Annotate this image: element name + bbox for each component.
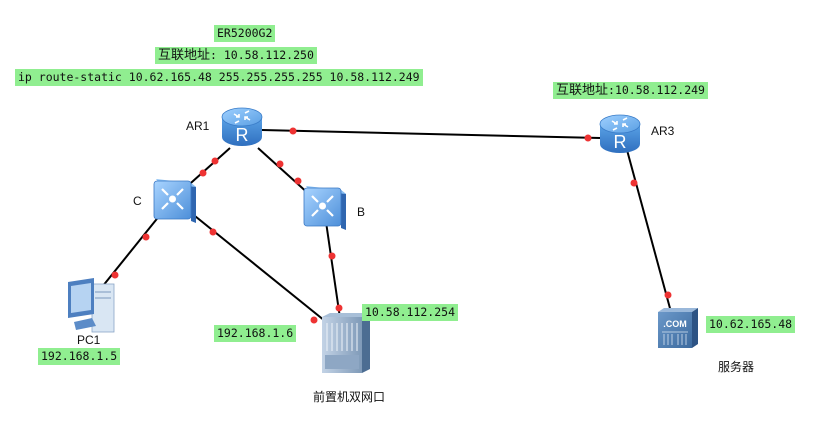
port-dot <box>584 134 592 142</box>
port-dot <box>664 291 672 299</box>
node-label-frontend: 前置机双网口 <box>313 390 386 404</box>
com-server-icon: .COM <box>658 308 698 348</box>
port-dot <box>211 157 219 165</box>
node-label-c: C <box>133 194 142 208</box>
pc-icon <box>68 278 115 333</box>
port-dot <box>142 233 150 241</box>
switch-icon <box>341 190 346 230</box>
link-c-frontend[interactable] <box>189 211 331 326</box>
switch-icon <box>191 183 196 223</box>
router-ar1[interactable]: R <box>221 107 263 146</box>
interconnect-sep: : <box>608 83 615 97</box>
frontend-server[interactable] <box>322 313 370 373</box>
port-dot <box>276 160 284 168</box>
ar1-interconnect-tag: 互联地址: 10.58.112.250 <box>155 47 317 64</box>
link-ar1-b[interactable] <box>257 147 311 196</box>
model-tag: ER5200G2 <box>214 25 276 42</box>
interconnect-sep: : <box>210 48 224 62</box>
switch-c[interactable] <box>153 179 196 223</box>
node-label-server: 服务器 <box>718 360 755 374</box>
pc1-ip-tag: 192.168.1.5 <box>38 348 121 365</box>
node-label-b: B <box>357 205 366 219</box>
interconnect-label: 互联地址 <box>158 48 211 63</box>
pc1[interactable] <box>68 278 115 333</box>
link-b-frontend[interactable] <box>324 214 341 319</box>
port-dot <box>209 228 217 236</box>
interconnect-label: 互联地址 <box>556 83 609 98</box>
interconnect-ip: 10.58.112.249 <box>614 83 705 97</box>
interconnect-ip: 10.58.112.250 <box>223 48 314 62</box>
frontend-ip-left-tag: 192.168.1.6 <box>214 325 297 342</box>
port-dot <box>328 252 336 260</box>
svg-text:R: R <box>614 132 627 152</box>
link-c-pc1[interactable] <box>97 214 161 293</box>
port-dot <box>111 271 119 279</box>
port-dot <box>630 179 638 187</box>
link-ar3-server[interactable] <box>626 149 672 313</box>
com-server[interactable]: .COM <box>658 308 698 348</box>
ar3-interconnect-tag: 互联地址:10.58.112.249 <box>553 82 708 99</box>
link-ar1-ar3[interactable] <box>261 129 601 139</box>
switch-b[interactable] <box>303 186 346 230</box>
server-ip-tag: 10.62.165.48 <box>706 316 796 333</box>
svg-text:.COM: .COM <box>663 319 687 329</box>
node-label-pc1: PC1 <box>77 333 101 347</box>
port-dot <box>310 316 318 324</box>
server-rack-icon <box>322 313 370 373</box>
port-dot <box>289 127 297 135</box>
svg-text:R: R <box>236 125 249 145</box>
port-dot <box>335 304 343 312</box>
port-dot <box>199 169 207 177</box>
static-route-tag: ip route-static 10.62.165.48 255.255.255… <box>15 69 423 86</box>
router-ar3[interactable]: R <box>599 114 641 153</box>
port-dot <box>294 177 302 185</box>
node-label-ar1: AR1 <box>186 119 210 133</box>
node-label-ar3: AR3 <box>651 124 675 138</box>
port-dots <box>111 127 672 324</box>
frontend-ip-right-tag: 10.58.112.254 <box>362 304 459 321</box>
links <box>97 129 672 326</box>
